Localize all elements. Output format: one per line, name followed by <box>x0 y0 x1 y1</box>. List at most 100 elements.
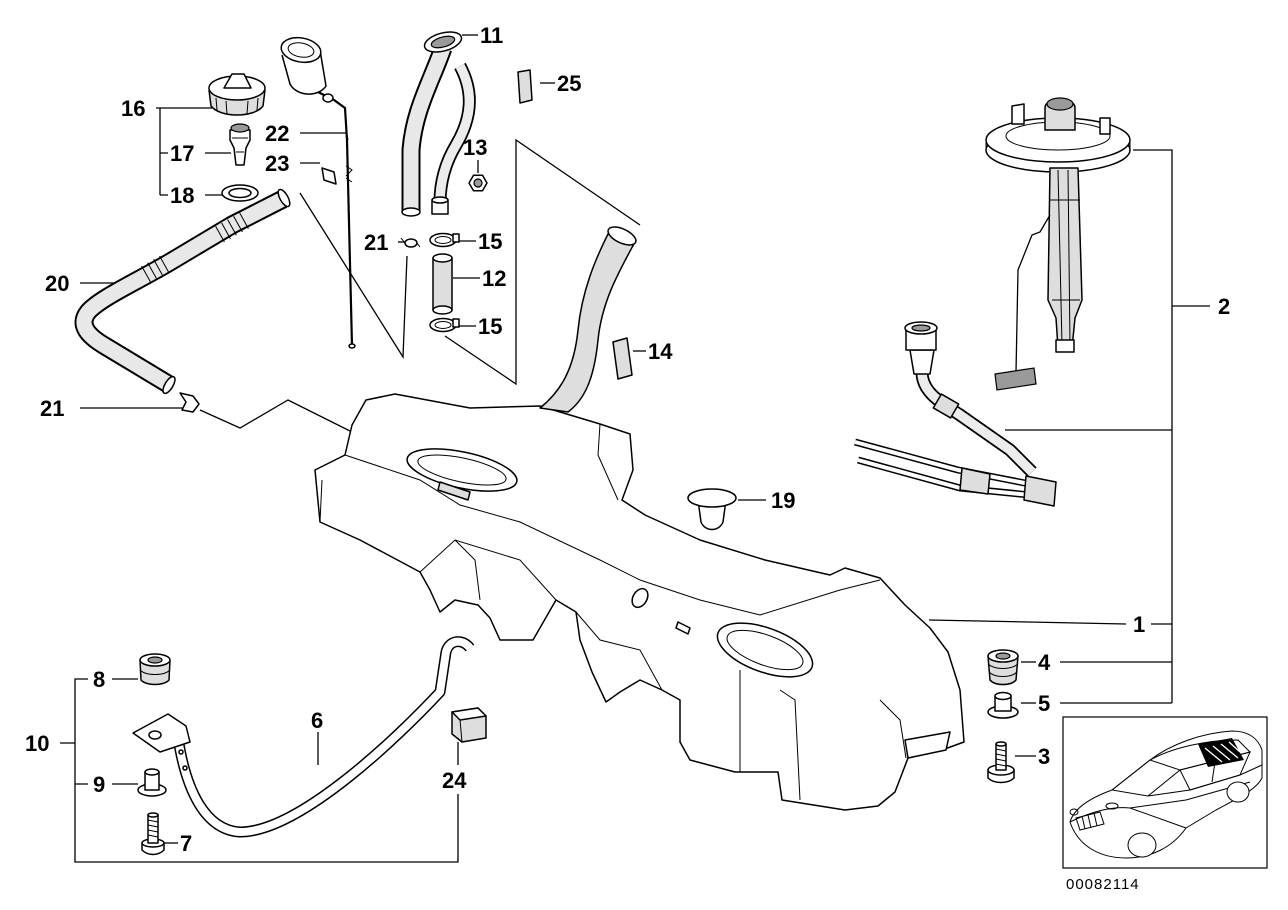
tank-ridge-line <box>344 454 881 616</box>
valve-17 <box>229 129 251 166</box>
vent-hose-fill <box>76 192 287 391</box>
grommet-19-top <box>687 488 737 508</box>
hose-12-body <box>432 257 453 311</box>
bushing-4-bore <box>995 652 1011 660</box>
vent-hose-bellows-lower <box>141 255 169 283</box>
tank-mount-flange <box>904 731 951 759</box>
tank-contour-lines <box>319 423 907 801</box>
assembly-line-vent <box>299 192 408 360</box>
mount-plate <box>132 713 191 753</box>
tank-opening-right <box>716 622 814 678</box>
grommet-19 <box>687 488 737 531</box>
strap-6-fill <box>174 637 474 836</box>
mount-8-ridge <box>139 669 171 675</box>
clamp-15-lower-tab <box>452 318 460 328</box>
callout-19: 19 <box>771 488 795 513</box>
clamp-15-lower <box>429 317 457 333</box>
fuel-cap-assembly <box>208 73 266 202</box>
strap-6-hole-1 <box>178 749 184 755</box>
filler-hose-branch-end <box>431 196 449 204</box>
leader-1 <box>928 619 1172 625</box>
filler-hose-top-bore <box>430 35 456 49</box>
callout-23: 23 <box>265 151 289 176</box>
mount-plate-hole <box>148 730 162 740</box>
clamp-15-upper-inner <box>434 236 452 244</box>
mount-8-body <box>139 659 171 686</box>
car-headlight-right <box>1105 802 1119 810</box>
sender-head-bore <box>911 324 931 332</box>
callout-4: 4 <box>1038 650 1051 675</box>
callout-8: 8 <box>93 667 105 692</box>
gasket-18-inner <box>228 187 252 199</box>
callout-16: 16 <box>121 96 145 121</box>
filler-neck-opening <box>607 226 637 246</box>
hose-connector-set <box>400 232 460 333</box>
callout-13: 13 <box>463 135 487 160</box>
sender-neck <box>909 349 935 375</box>
strap-6-hole-2 <box>182 765 188 771</box>
fuel-cap-16-grip <box>223 73 252 89</box>
pad-25 <box>517 69 533 104</box>
callout-7: 7 <box>180 831 192 856</box>
clip-24 <box>451 707 487 743</box>
clip-21-upper <box>404 238 418 248</box>
spacer-9-top <box>144 768 160 776</box>
clip-21-upper-tab <box>400 237 421 248</box>
filler-neck-pipe <box>539 233 637 413</box>
pump-float-arm <box>1015 214 1051 373</box>
pump-fitting-right <box>1099 117 1111 135</box>
part-13-cap <box>468 174 488 192</box>
callout-12: 12 <box>482 266 506 291</box>
filler-hose <box>401 31 476 217</box>
clip-24-top <box>451 707 487 721</box>
callout-20: 20 <box>45 271 69 296</box>
callout-22: 22 <box>265 121 289 146</box>
callout-5: 5 <box>1038 691 1050 716</box>
sender-float-block <box>932 393 960 419</box>
callout-1: 1 <box>1133 612 1145 637</box>
sender-connector <box>1023 475 1057 507</box>
strap-6 <box>172 636 475 838</box>
pump-body <box>1047 167 1083 349</box>
sender-wire-sleeve <box>959 467 991 495</box>
car-headlight-left <box>1069 808 1079 816</box>
spacer-5 <box>987 691 1019 719</box>
bolt-7 <box>141 812 165 856</box>
valve-17-top <box>230 123 250 133</box>
clip-24-edge <box>459 719 463 743</box>
hose-12-bottom <box>432 305 453 315</box>
cap-13-center <box>473 178 483 188</box>
bracket-16-18 <box>159 108 168 196</box>
bolt-7-tip <box>147 812 159 818</box>
bushing-4 <box>987 649 1019 686</box>
bolt-7-shank <box>147 814 159 844</box>
rod-22-fitting <box>322 93 334 103</box>
callout-10: 10 <box>25 731 49 756</box>
filler-hose-main-fill <box>403 45 451 212</box>
pump-bottom-connector <box>1055 339 1075 353</box>
tank-inlet-stub <box>437 481 471 501</box>
spacer-5-top <box>994 691 1012 701</box>
cup-22-inner <box>287 42 315 58</box>
fuel-tank <box>314 393 965 811</box>
filler-hose-branch-fill <box>435 63 474 204</box>
bolt-3-threads <box>995 748 1007 767</box>
callout-6: 6 <box>311 708 323 733</box>
callout-labels: 11 25 16 22 13 17 23 18 21 15 12 20 15 1… <box>25 23 1230 856</box>
vent-hose-bellows-upper <box>215 212 249 243</box>
pump-body-lines <box>1050 169 1080 346</box>
tank-opening-right-inner <box>726 629 804 671</box>
fuel-pump-unit <box>985 97 1131 391</box>
vent-hose-end-lower <box>162 375 176 395</box>
sender-wire-1-fill <box>854 440 1036 487</box>
clamp-15-upper-tab <box>452 233 460 243</box>
vent-rod-assembly <box>280 36 356 349</box>
filler-hose-bottom-end <box>401 207 421 217</box>
callout-21-lower: 21 <box>40 396 64 421</box>
callout-21-upper: 21 <box>364 230 388 255</box>
rod-22-hook <box>345 165 353 183</box>
rod-22-end <box>348 343 356 349</box>
valve-17-ribs <box>232 137 248 153</box>
callout-14: 14 <box>648 339 673 364</box>
